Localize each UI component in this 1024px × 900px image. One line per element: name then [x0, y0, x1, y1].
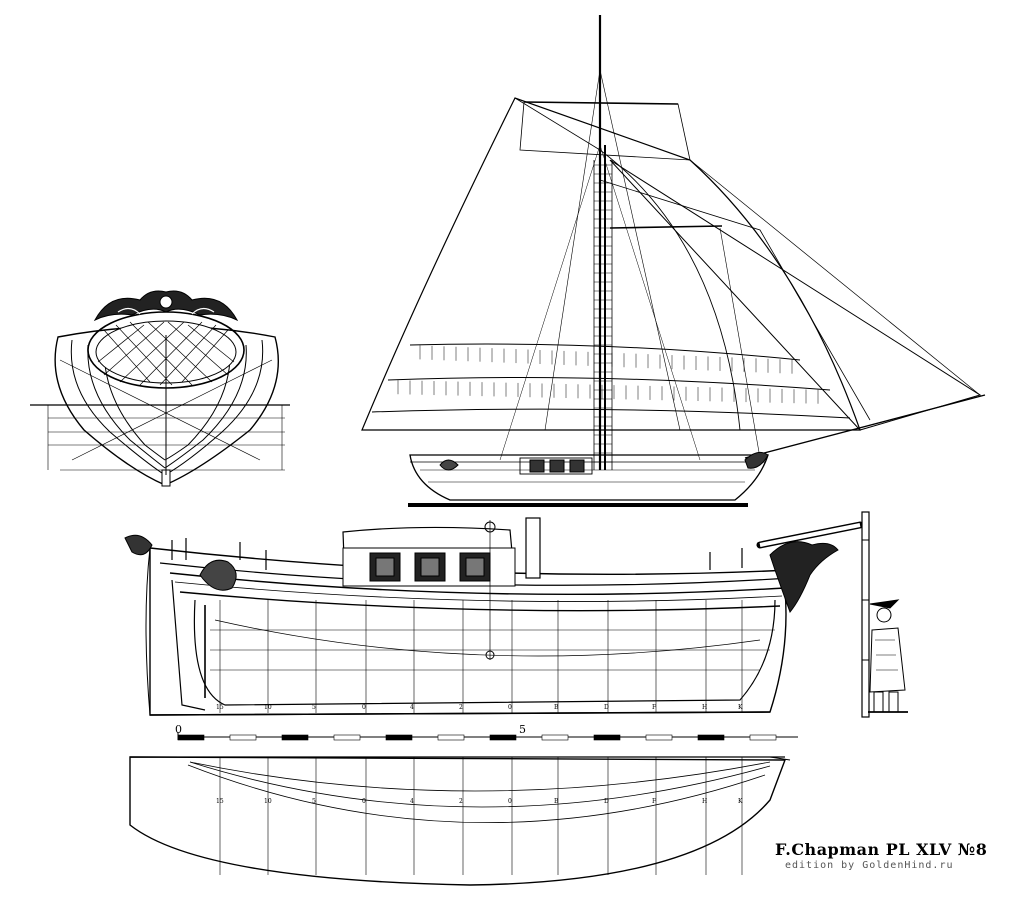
frame-label: 4 [410, 798, 414, 805]
frame-label: 5 [312, 798, 316, 805]
frame-label: D [604, 798, 609, 805]
frame-label: 5 [312, 704, 316, 711]
frame-label: 0 [508, 798, 512, 805]
frame-label: K [738, 798, 743, 805]
frame-label: K [738, 704, 743, 711]
scale-mid-label: 5 [519, 723, 526, 736]
frame-label: 15 [216, 798, 224, 805]
edition-credit: edition by GoldenHind.ru [785, 860, 954, 871]
frame-label: 10 [264, 798, 272, 805]
scale-bar: 0 5 [175, 723, 798, 741]
frame-label: F [652, 798, 656, 805]
frame-label: B [554, 704, 559, 711]
sail-plan-view [361, 15, 986, 507]
frame-label: F [652, 704, 656, 711]
frame-label: 2 [459, 798, 463, 805]
frame-label: H [702, 798, 707, 805]
human-scale-figure [861, 511, 908, 718]
sheer-profile-view [124, 517, 864, 716]
plate-title: F.Chapman PL XLV №8 [775, 840, 988, 859]
frame-label: B [554, 798, 559, 805]
frame-label: 0 [508, 704, 512, 711]
frame-label: 4 [410, 704, 414, 711]
stern-view [30, 290, 290, 487]
frame-label: 0 [362, 704, 366, 711]
scale-start-label: 0 [175, 723, 182, 736]
frame-label: H [702, 704, 707, 711]
frame-label: 15 [216, 704, 224, 711]
frame-label: 2 [459, 704, 463, 711]
half-breadth-plan-view [129, 756, 791, 886]
frame-label: 0 [362, 798, 366, 805]
frame-label: 10 [264, 704, 272, 711]
frame-label: D [604, 704, 609, 711]
